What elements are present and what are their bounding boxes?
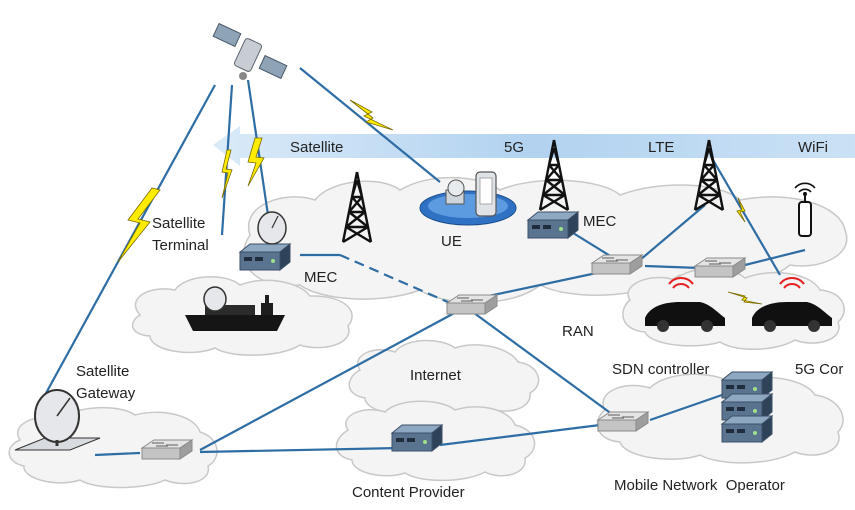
label-5g-core: 5G Cor (795, 361, 843, 378)
ue-device-icon (419, 171, 517, 226)
switch-ran-icon (591, 254, 643, 275)
label-satellite-terminal-1: Satellite (152, 215, 205, 232)
content-provider-server-icon (391, 424, 443, 452)
label-satellite-terminal-2: Terminal (152, 237, 209, 254)
cloud-internet (348, 339, 540, 418)
label-mobile-operator: Mobile Network Operator (614, 477, 785, 494)
label-ran: RAN (562, 323, 594, 340)
car-left-icon (645, 277, 725, 332)
label-internet: Internet (410, 367, 462, 384)
ship-icon (185, 286, 285, 331)
cloud-mobile-operator (596, 373, 844, 464)
label-mec-right: MEC (583, 213, 617, 230)
wireless-lightning (117, 99, 763, 305)
satellite-gateway-dish-icon (14, 389, 101, 451)
mec-server-right-icon (527, 211, 579, 239)
core-server-rack-icon (721, 371, 773, 443)
label-satellite-gateway-1: Satellite (76, 363, 129, 380)
switch-gateway-icon (141, 439, 193, 460)
mec-server-left-icon (239, 243, 291, 271)
label-satellite-band: Satellite (290, 139, 343, 156)
label-mec-left: MEC (304, 269, 338, 286)
label-ue: UE (441, 233, 462, 250)
label-sdn-controller: SDN controller (612, 361, 710, 378)
label-content-provider: Content Provider (352, 484, 465, 501)
label-5g-band: 5G (504, 139, 524, 156)
wifi-access-point-icon (794, 182, 816, 237)
switch-operator-icon (597, 411, 649, 432)
switch-lte-icon (694, 257, 746, 278)
label-satellite-gateway-2: Gateway (76, 385, 136, 402)
satellite-terminal-dish-icon (257, 211, 287, 245)
switch-core-icon (446, 294, 498, 315)
car-right-icon (752, 277, 832, 332)
label-lte-band: LTE (648, 139, 674, 156)
satellite-icon (212, 22, 288, 80)
spectrum-band-arrow (213, 126, 855, 166)
label-wifi-band: WiFi (798, 139, 828, 156)
cloud-vehicles (622, 267, 845, 350)
